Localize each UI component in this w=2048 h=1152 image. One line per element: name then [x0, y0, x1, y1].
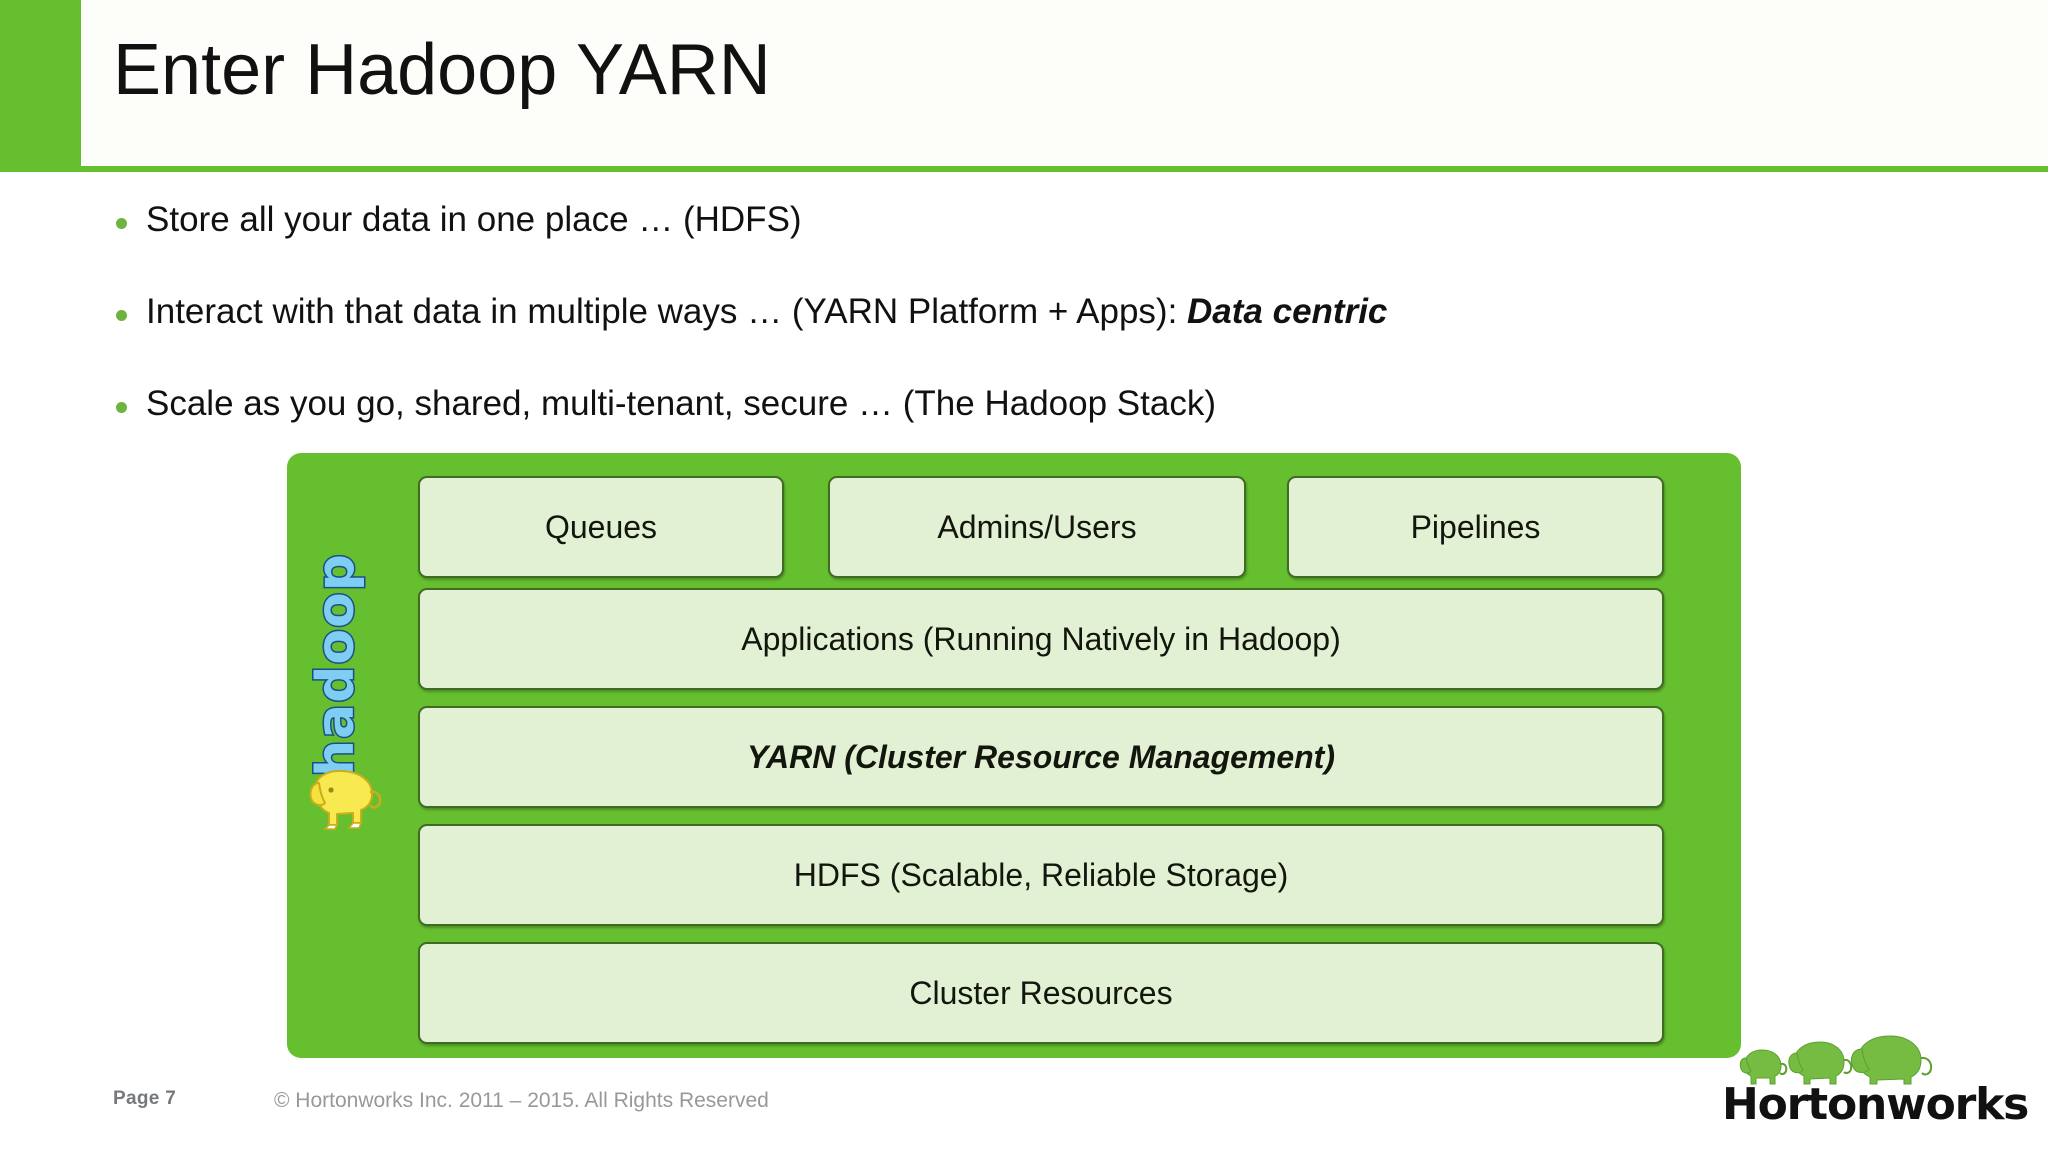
hortonworks-wordmark: Hortonworks: [1722, 1079, 2029, 1130]
bullet-dot-icon: [116, 218, 127, 229]
hadoop-wordmark: hadoop: [305, 552, 368, 779]
diagram-row-label: YARN (Cluster Resource Management): [747, 738, 1335, 775]
title-accent-block: [0, 0, 81, 168]
diagram-box-admins-users[interactable]: Admins/Users: [828, 476, 1246, 578]
bullet-text-emphasis: Data centric: [1187, 292, 1388, 331]
bullet-text: Interact with that data in multiple ways…: [146, 288, 1387, 336]
list-item: Store all your data in one place … (HDFS…: [112, 196, 1872, 288]
elephants-icon: [1739, 1035, 1933, 1085]
page-title: Enter Hadoop YARN: [113, 30, 771, 110]
diagram-box-label: Pipelines: [1410, 508, 1541, 545]
bullet-list: Store all your data in one place … (HDFS…: [112, 196, 1872, 472]
hadoop-logo: hadoop: [295, 531, 391, 841]
title-underline: [0, 166, 2048, 172]
list-item: Scale as you go, shared, multi-tenant, s…: [112, 380, 1872, 472]
bullet-text: Store all your data in one place … (HDFS…: [146, 196, 802, 244]
hadoop-stack-diagram: hadoop Queues Admins/Users Pipelines: [287, 453, 1741, 1058]
diagram-row-label: Cluster Resources: [909, 974, 1173, 1011]
diagram-row-cluster-resources[interactable]: Cluster Resources: [418, 942, 1664, 1044]
elephant-icon: [309, 769, 382, 830]
bullet-text: Scale as you go, shared, multi-tenant, s…: [146, 380, 1216, 428]
copyright-notice: © Hortonworks Inc. 2011 – 2015. All Righ…: [274, 1089, 769, 1112]
diagram-box-queues[interactable]: Queues: [418, 476, 784, 578]
bullet-dot-icon: [116, 310, 127, 321]
diagram-row-hdfs[interactable]: HDFS (Scalable, Reliable Storage): [418, 824, 1664, 926]
diagram-row-applications[interactable]: Applications (Running Natively in Hadoop…: [418, 588, 1664, 690]
page-number: Page 7: [113, 1088, 177, 1109]
diagram-row-yarn[interactable]: YARN (Cluster Resource Management): [418, 706, 1664, 808]
hortonworks-logo: Hortonworks: [1722, 1028, 2032, 1134]
bullet-text-main: Store all your data in one place … (HDFS…: [146, 200, 802, 239]
diagram-row-label: Applications (Running Natively in Hadoop…: [741, 620, 1341, 657]
diagram-box-label: Queues: [544, 508, 658, 545]
diagram-box-label: Admins/Users: [937, 508, 1137, 545]
bullet-text-main: Interact with that data in multiple ways…: [146, 292, 1188, 331]
list-item: Interact with that data in multiple ways…: [112, 288, 1872, 380]
title-band: Enter Hadoop YARN: [0, 0, 2048, 172]
bullet-text-main: Scale as you go, shared, multi-tenant, s…: [146, 384, 1216, 423]
bullet-dot-icon: [116, 402, 127, 413]
diagram-row-label: HDFS (Scalable, Reliable Storage): [793, 856, 1289, 893]
diagram-box-pipelines[interactable]: Pipelines: [1287, 476, 1664, 578]
